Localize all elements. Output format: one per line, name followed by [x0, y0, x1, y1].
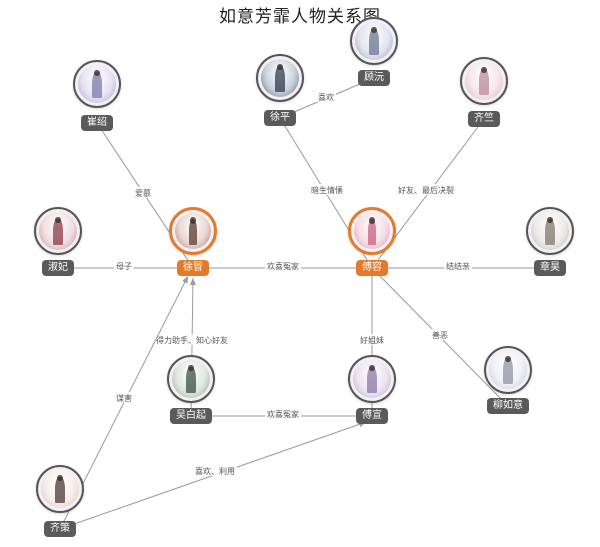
portrait-image — [78, 65, 116, 103]
link-label-bg — [430, 329, 450, 340]
link-label-fuhong-fuyi: 好姐妹 — [360, 335, 384, 345]
figure-icon — [503, 357, 513, 385]
figure-icon — [479, 68, 489, 96]
link-label-cuizhao-xudong: 爱慕 — [135, 188, 151, 198]
avatar-zhangyan[interactable] — [526, 207, 574, 255]
node-label-fuhong[interactable]: 傅容 — [356, 260, 388, 276]
head-icon — [369, 217, 375, 224]
avatar-qiying[interactable] — [460, 57, 508, 105]
link-label-wubaiqi-xudong: 得力助手、知心好友 — [156, 335, 228, 345]
figure-icon — [186, 366, 196, 394]
portrait-image — [175, 213, 211, 249]
portrait-image — [489, 351, 527, 389]
head-icon — [504, 355, 512, 363]
avatar-liuruyi[interactable] — [484, 346, 532, 394]
link-label-bg — [444, 260, 472, 271]
node-label-zhangyan[interactable]: 章昊 — [534, 260, 566, 276]
link-label-bg — [133, 187, 153, 198]
figure-icon — [55, 476, 65, 504]
head-icon — [54, 216, 62, 224]
link-label-bg — [265, 408, 301, 419]
node-label-xuqian[interactable]: 徐平 — [264, 110, 296, 126]
node-label-qiying[interactable]: 齐竺 — [468, 111, 500, 127]
link-label-wubaiqi-fuyi: 欢喜冤家 — [267, 409, 299, 419]
link-label-qice-xudong: 谋害 — [116, 393, 132, 403]
portrait-image — [172, 360, 210, 398]
head-icon — [368, 364, 376, 372]
head-icon — [187, 364, 195, 372]
node-label-wubaiqi[interactable]: 吴白起 — [170, 408, 212, 424]
node-label-cuizhao[interactable]: 崔绍 — [81, 115, 113, 131]
link-label-xuqian-guyuan: 喜欢 — [318, 92, 334, 102]
portrait-image — [41, 470, 79, 508]
avatar-wubaiqi[interactable] — [167, 355, 215, 403]
avatar-xuqian[interactable] — [256, 54, 304, 102]
link-label-fuhong-zhangyan: 结结亲 — [446, 261, 470, 271]
head-icon — [93, 69, 101, 77]
node-label-yifei[interactable]: 淑妃 — [42, 260, 74, 276]
link-label-bg — [114, 260, 134, 271]
head-icon — [190, 217, 196, 224]
head-icon — [370, 26, 378, 34]
avatar-guyuan[interactable] — [350, 17, 398, 65]
figure-icon — [369, 28, 379, 56]
portrait-image — [465, 62, 503, 100]
link-label-yifei-xudong: 母子 — [116, 262, 132, 271]
link-label-qiying-fuhong: 好友、最后决裂 — [398, 185, 454, 195]
link-label-bg — [358, 334, 386, 345]
link-label-bg — [265, 260, 301, 271]
link-label-qice-fuyi: 喜欢、利用 — [195, 466, 235, 476]
avatar-fuyi[interactable] — [348, 355, 396, 403]
avatar-qice[interactable] — [36, 465, 84, 513]
portrait-image — [353, 360, 391, 398]
link-label-fuhong-liuruyi: 善恶 — [432, 330, 448, 340]
figure-icon — [545, 218, 555, 246]
head-icon — [480, 66, 488, 74]
link-label-bg — [316, 91, 336, 102]
node-label-xudong[interactable]: 徐冒 — [177, 260, 209, 276]
avatar-yifei[interactable] — [34, 207, 82, 255]
portrait-image — [39, 212, 77, 250]
portrait-image — [354, 213, 390, 249]
link-label-xudong-fuhong: 欢喜冤家 — [267, 261, 299, 271]
link-label-xuqian-fuhong: 暗生情愫 — [311, 185, 343, 195]
head-icon — [56, 474, 64, 482]
head-icon — [276, 63, 284, 71]
node-label-qice[interactable]: 齐策 — [44, 521, 76, 537]
figure-icon — [92, 71, 102, 99]
portrait-image — [531, 212, 569, 250]
head-icon — [546, 216, 554, 224]
node-label-guyuan[interactable]: 顾沅 — [358, 70, 390, 86]
portrait-image — [261, 59, 299, 97]
figure-icon — [53, 218, 63, 246]
portrait-image — [355, 22, 393, 60]
avatar-cuizhao[interactable] — [73, 60, 121, 108]
link-label-bg — [396, 184, 456, 195]
link-label-bg — [114, 392, 134, 403]
link-label-bg — [154, 334, 230, 345]
avatar-xudong[interactable] — [169, 207, 217, 255]
node-label-liuruyi[interactable]: 柳如意 — [487, 398, 529, 414]
figure-icon — [275, 65, 285, 93]
link-label-bg — [309, 184, 345, 195]
avatar-fuhong[interactable] — [348, 207, 396, 255]
figure-icon — [367, 366, 377, 394]
link-label-bg — [193, 465, 237, 476]
figure-icon — [367, 219, 377, 245]
diagram-title: 如意芳霏人物关系图 — [219, 7, 381, 27]
figure-icon — [188, 219, 198, 245]
node-label-fuyi[interactable]: 傅宣 — [356, 408, 388, 424]
